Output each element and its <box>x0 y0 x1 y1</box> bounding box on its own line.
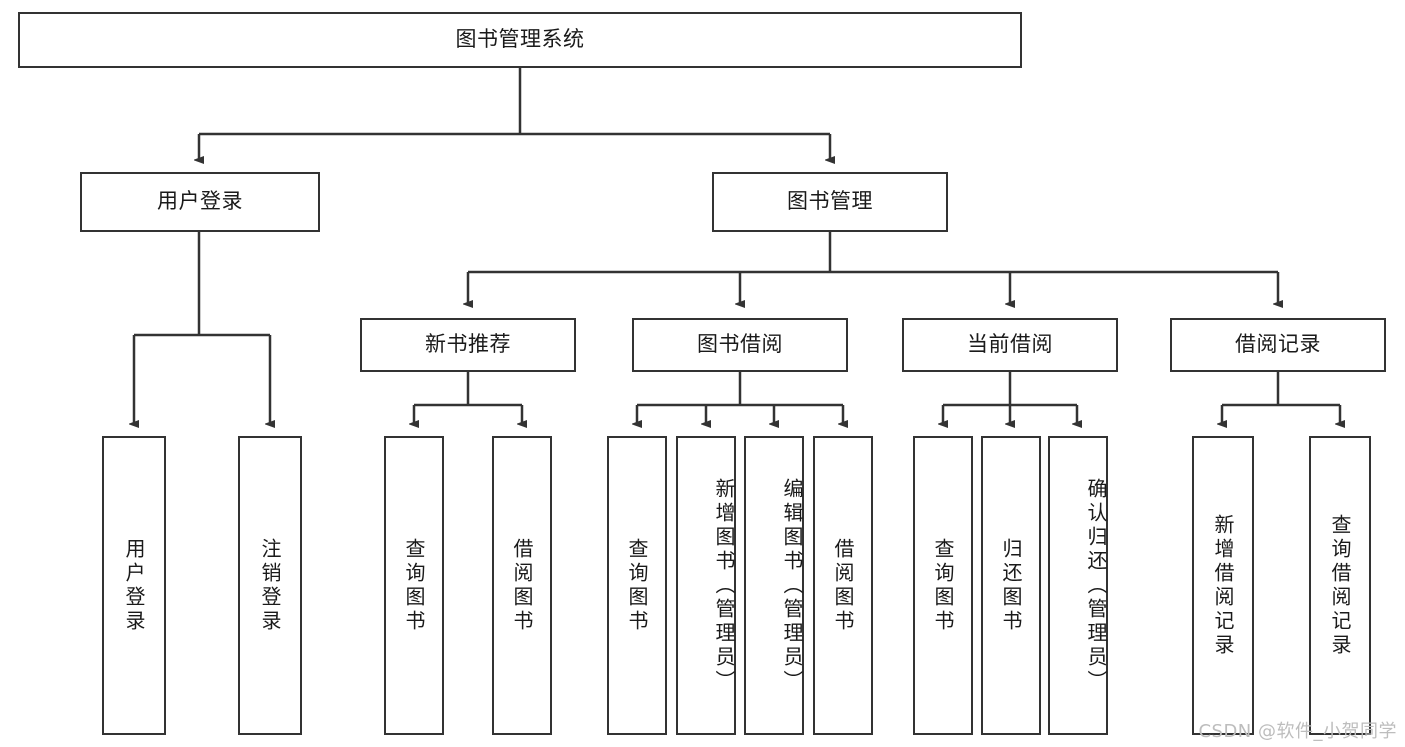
leaf-borrow-book-1[interactable]: 借阅图书 <box>492 436 552 735</box>
leaf-return-book[interactable]: 归还图书 <box>981 436 1041 735</box>
leaf-add-record[interactable]: 新增借阅记录 <box>1192 436 1254 735</box>
node-user-login[interactable]: 用户登录 <box>80 172 320 232</box>
node-book-borrow[interactable]: 图书借阅 <box>632 318 848 372</box>
node-label: 图书借阅 <box>697 332 783 357</box>
node-label: 借阅记录 <box>1235 332 1321 357</box>
node-label: 用户登录 <box>157 189 243 214</box>
node-new-book-recommend[interactable]: 新书推荐 <box>360 318 576 372</box>
node-label: 查询图书 <box>625 537 649 634</box>
leaf-confirm-return[interactable]: 确认归还（管理员） <box>1048 436 1108 735</box>
node-label: 借阅图书 <box>831 537 855 634</box>
leaf-edit-book[interactable]: 编辑图书（管理员） <box>744 436 804 735</box>
leaf-logout-login[interactable]: 注销登录 <box>238 436 302 735</box>
watermark-text: CSDN @软件_小贺同学 <box>1198 721 1397 742</box>
node-label: 查询图书 <box>402 537 426 634</box>
leaf-query-book-3[interactable]: 查询图书 <box>913 436 973 735</box>
node-current-borrow[interactable]: 当前借阅 <box>902 318 1118 372</box>
node-label: 用户登录 <box>122 537 146 634</box>
leaf-query-record[interactable]: 查询借阅记录 <box>1309 436 1371 735</box>
node-label: 归还图书 <box>999 537 1023 634</box>
node-label: 查询借阅记录 <box>1328 513 1352 658</box>
leaf-query-book-1[interactable]: 查询图书 <box>384 436 444 735</box>
node-label: 借阅图书 <box>510 537 534 634</box>
node-label: 编辑图书（管理员） <box>780 477 804 694</box>
node-book-manage[interactable]: 图书管理 <box>712 172 948 232</box>
node-label: 当前借阅 <box>967 332 1053 357</box>
node-label: 查询图书 <box>931 537 955 634</box>
node-label: 新增借阅记录 <box>1211 513 1235 658</box>
node-borrow-record[interactable]: 借阅记录 <box>1170 318 1386 372</box>
leaf-user-login[interactable]: 用户登录 <box>102 436 166 735</box>
leaf-add-book[interactable]: 新增图书（管理员） <box>676 436 736 735</box>
node-label: 新增图书（管理员） <box>712 477 736 694</box>
node-label: 图书管理系统 <box>455 27 585 52</box>
node-label: 新书推荐 <box>425 332 511 357</box>
node-book-management-system[interactable]: 图书管理系统 <box>18 12 1022 68</box>
leaf-query-book-2[interactable]: 查询图书 <box>607 436 667 735</box>
node-label: 注销登录 <box>258 537 282 634</box>
node-label: 确认归还（管理员） <box>1084 477 1108 694</box>
node-label: 图书管理 <box>787 189 873 214</box>
leaf-borrow-book-2[interactable]: 借阅图书 <box>813 436 873 735</box>
